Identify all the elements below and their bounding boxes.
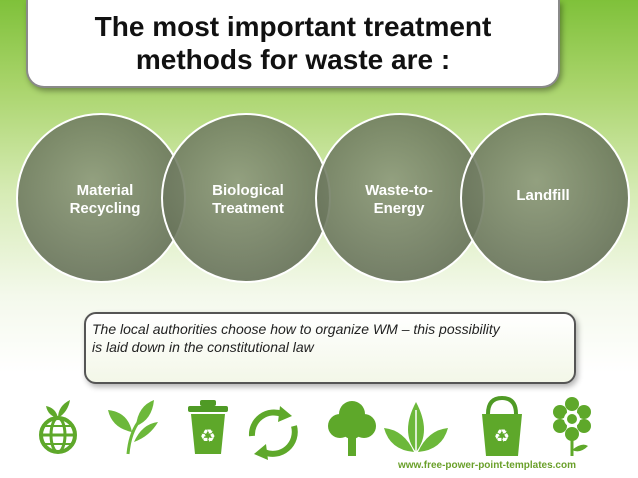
label-line: Biological <box>212 182 284 199</box>
title-line-1: The most important treatment <box>94 11 492 42</box>
flower-icon <box>553 397 591 456</box>
three-leaves-icon <box>384 402 448 452</box>
label-line: Treatment <box>212 200 284 217</box>
label-line: Energy <box>373 200 425 217</box>
footer-url: www.free-power-point-templates.com <box>398 460 576 471</box>
method-circles <box>16 113 630 283</box>
svg-text:♻: ♻ <box>200 426 216 447</box>
recycle-bag-icon: ♻ <box>482 395 522 456</box>
label-waste-to-energy: Waste-to- Energy <box>334 182 464 218</box>
recycle-bin-icon: ♻ <box>188 400 228 454</box>
title-line-2: methods for waste are : <box>135 44 451 75</box>
svg-text:♻: ♻ <box>494 426 510 447</box>
eco-icons-row: ♻ ♻ <box>39 395 591 460</box>
globe-sprout-icon <box>39 400 77 454</box>
label-line: Waste-to- <box>365 182 433 199</box>
note-box <box>84 312 576 384</box>
note-line-1: The local authorities choose how to orga… <box>92 321 500 337</box>
circle-landfill <box>460 113 630 283</box>
label-landfill: Landfill <box>478 187 608 205</box>
label-biological-treatment: Biological Treatment <box>183 182 313 218</box>
note-line-2: is laid down in the constitutional law <box>92 339 314 355</box>
title-box <box>26 0 560 88</box>
label-material-recycling: Material Recycling <box>40 182 170 218</box>
label-line: Recycling <box>69 200 141 217</box>
tree-icon <box>328 401 376 456</box>
label-line: Material <box>76 182 134 199</box>
leaves-icon <box>108 400 158 455</box>
slide-title: The most important treatment methods for… <box>26 10 560 76</box>
note-text: The local authorities choose how to orga… <box>92 320 567 356</box>
recycle-arrows-icon <box>248 406 298 460</box>
label-line: Landfill <box>516 187 570 204</box>
